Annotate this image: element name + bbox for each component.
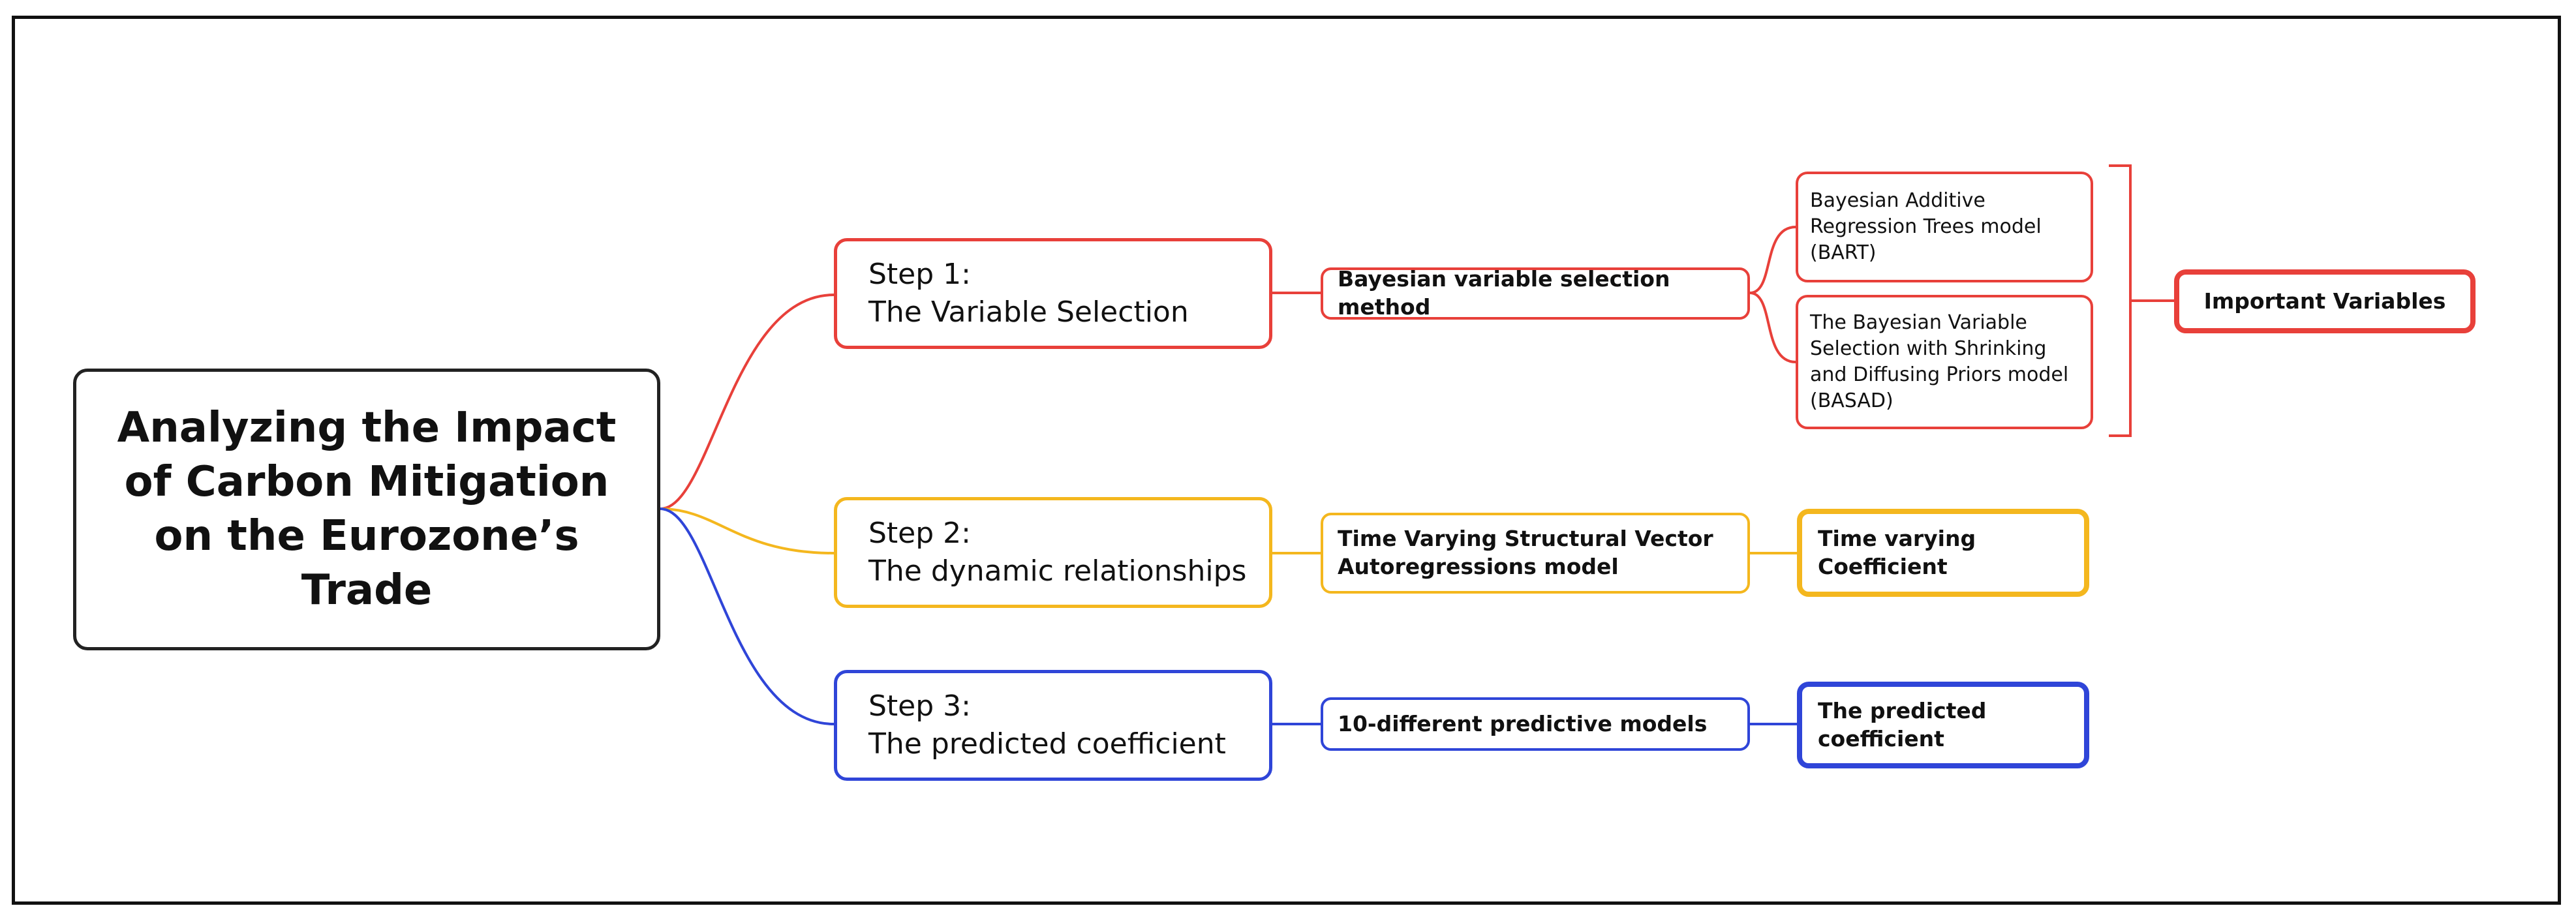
basad-model-label: The Bayesian Variable Selection with Shr… bbox=[1810, 311, 2069, 412]
step-2-result-node: Time varying Coefficient bbox=[1797, 509, 2089, 597]
step-1-node: Step 1: The Variable Selection bbox=[834, 238, 1272, 349]
step-2-node: Step 2: The dynamic relationships bbox=[834, 497, 1272, 608]
root-title: Analyzing the Impact of Carbon Mitigatio… bbox=[117, 403, 617, 615]
connector-root-step1 bbox=[660, 294, 835, 510]
step-3-method-label: 10-different predictive models bbox=[1338, 710, 1708, 736]
connector-root-step2 bbox=[660, 507, 835, 554]
step-2-method-label: Time Varying Structural Vector Autoregre… bbox=[1338, 526, 1713, 579]
step-3-result-label: The predicted coefficient bbox=[1818, 697, 1987, 751]
step-2-result-label: Time varying Coefficient bbox=[1818, 525, 1976, 579]
bracket bbox=[2109, 164, 2132, 437]
step-1-method-node: Bayesian variable selection method bbox=[1321, 266, 1750, 320]
step-1-result-label: Important Variables bbox=[2203, 288, 2446, 314]
step-1-label: Step 1: The Variable Selection bbox=[868, 257, 1189, 329]
connector-method1-bart bbox=[1749, 226, 1796, 294]
step-3-node: Step 3: The predicted coefficient bbox=[834, 670, 1272, 781]
step-3-result-node: The predicted coefficient bbox=[1797, 682, 2089, 768]
connector-root-step3 bbox=[660, 507, 835, 725]
root-topic: Analyzing the Impact of Carbon Mitigatio… bbox=[73, 369, 660, 650]
step-1-method-label: Bayesian variable selection method bbox=[1338, 266, 1670, 320]
bart-model-label: Bayesian Additive Regression Trees model… bbox=[1810, 189, 2042, 264]
step-2-method-node: Time Varying Structural Vector Autoregre… bbox=[1321, 513, 1750, 594]
bart-model-node: Bayesian Additive Regression Trees model… bbox=[1796, 172, 2093, 282]
basad-model-node: The Bayesian Variable Selection with Shr… bbox=[1796, 295, 2093, 429]
step-3-method-node: 10-different predictive models bbox=[1321, 697, 1750, 751]
step-2-label: Step 2: The dynamic relationships bbox=[868, 516, 1247, 588]
step-1-result-node: Important Variables bbox=[2174, 269, 2476, 333]
connector-method1-basad bbox=[1749, 292, 1796, 363]
diagram-frame bbox=[12, 16, 2561, 905]
step-3-label: Step 3: The predicted coefficient bbox=[868, 689, 1226, 761]
